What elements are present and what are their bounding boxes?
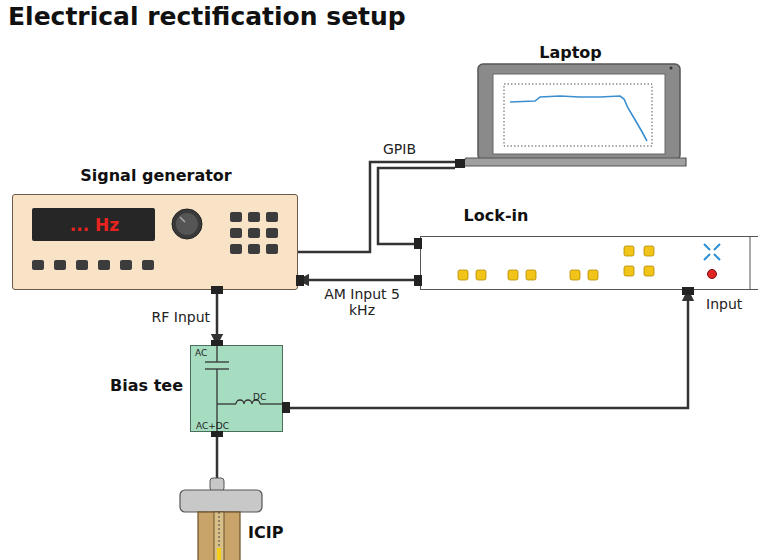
diagram-title: Electrical rectification setup [8, 2, 406, 31]
drawing-part [211, 340, 223, 346]
drawing-part [217, 548, 221, 560]
drawing-part [266, 228, 278, 238]
drawing-part [248, 228, 260, 238]
drawing-part [216, 369, 217, 432]
drawing-part [176, 213, 198, 235]
cable-connector [216, 290, 219, 345]
node-text: AC [195, 348, 215, 358]
drawing-part [198, 512, 240, 560]
drawing-part [248, 244, 260, 254]
laptop-node: Laptop [455, 44, 686, 170]
node-heading: Laptop [455, 44, 686, 62]
drawing-part [476, 270, 486, 280]
drawing-part [32, 212, 278, 270]
drawing-part [172, 209, 202, 239]
drawing-part [526, 270, 536, 280]
drawing-part [260, 403, 283, 404]
drawing-part [266, 244, 278, 254]
drawing-part [217, 403, 236, 404]
edge-label: GPIB [381, 141, 418, 157]
drawing-part [296, 275, 304, 286]
drawing-part [180, 217, 185, 222]
drawing-part [458, 270, 468, 280]
drawing-part [205, 368, 229, 369]
drawing-part [230, 212, 242, 222]
edge-label: RF Input [110, 309, 212, 325]
drawing-part [460, 158, 686, 166]
drawing-part [570, 270, 580, 280]
cable-connector [378, 168, 455, 244]
drawing-part [266, 212, 278, 222]
drawing-part [210, 478, 224, 491]
drawing-part [455, 159, 465, 168]
icip-probe [180, 478, 262, 560]
drawing-part [458, 246, 654, 280]
drawing-part [644, 246, 654, 256]
drawing-part [624, 266, 634, 276]
drawing-part [142, 260, 154, 270]
node-text: DC [253, 392, 277, 402]
drawing-part [32, 208, 155, 241]
laptop-drawing [455, 64, 686, 168]
signal-generator-panel [32, 208, 304, 294]
signal-generator-box: Signal generator... Hz [12, 194, 298, 290]
drawing-part [216, 345, 217, 362]
drawing-part [504, 84, 652, 146]
drawing-part [230, 244, 242, 254]
cable-connector [216, 432, 219, 478]
drawing-part [750, 236, 751, 290]
drawing-part [180, 490, 262, 512]
drawing-part [644, 266, 654, 276]
node-heading: Bias tee [73, 377, 183, 395]
drawing-part [205, 361, 229, 362]
drawing-part [211, 286, 223, 294]
drawing-part [211, 431, 223, 437]
cable-connector [298, 279, 420, 282]
drawing-part [682, 287, 694, 295]
drawing-part [478, 64, 680, 160]
drawing-part [120, 260, 132, 270]
drawing-part [76, 260, 88, 270]
lock-in-panel [414, 236, 750, 295]
drawing-part [414, 238, 422, 249]
port-label: Input [706, 296, 742, 312]
lock-in-box: Lock-in [420, 236, 758, 290]
drawing-part [708, 270, 717, 279]
drawing-part [214, 512, 224, 560]
drawing-part [670, 67, 673, 70]
icip-node: ICIP [180, 478, 262, 560]
node-heading: ICIP [248, 524, 308, 542]
drawing-part [248, 212, 260, 222]
bias-tee-box: Bias teeACDCAC+DC [190, 345, 283, 432]
node-text: ... Hz [33, 216, 156, 236]
node-heading: Lock-in [421, 207, 571, 225]
drawing-part [98, 260, 110, 270]
drawing-part [282, 402, 290, 413]
drawing-part [624, 246, 634, 256]
drawing-part [704, 244, 720, 260]
drawing-part [54, 260, 66, 270]
drawing-part [414, 275, 422, 286]
drawing-part [32, 260, 44, 270]
drawing-part [493, 74, 665, 154]
drawing-part [588, 270, 598, 280]
node-text: AC+DC [196, 421, 236, 431]
drawing-part [508, 270, 518, 280]
edge-label: AM Input 5 kHz [318, 286, 406, 318]
node-heading: Signal generator [13, 167, 299, 185]
drawing-part [510, 96, 647, 141]
drawing-part [230, 228, 242, 238]
bias-tee-circuit [205, 340, 290, 437]
drawing-part [236, 400, 260, 404]
drawing-part [219, 512, 220, 560]
